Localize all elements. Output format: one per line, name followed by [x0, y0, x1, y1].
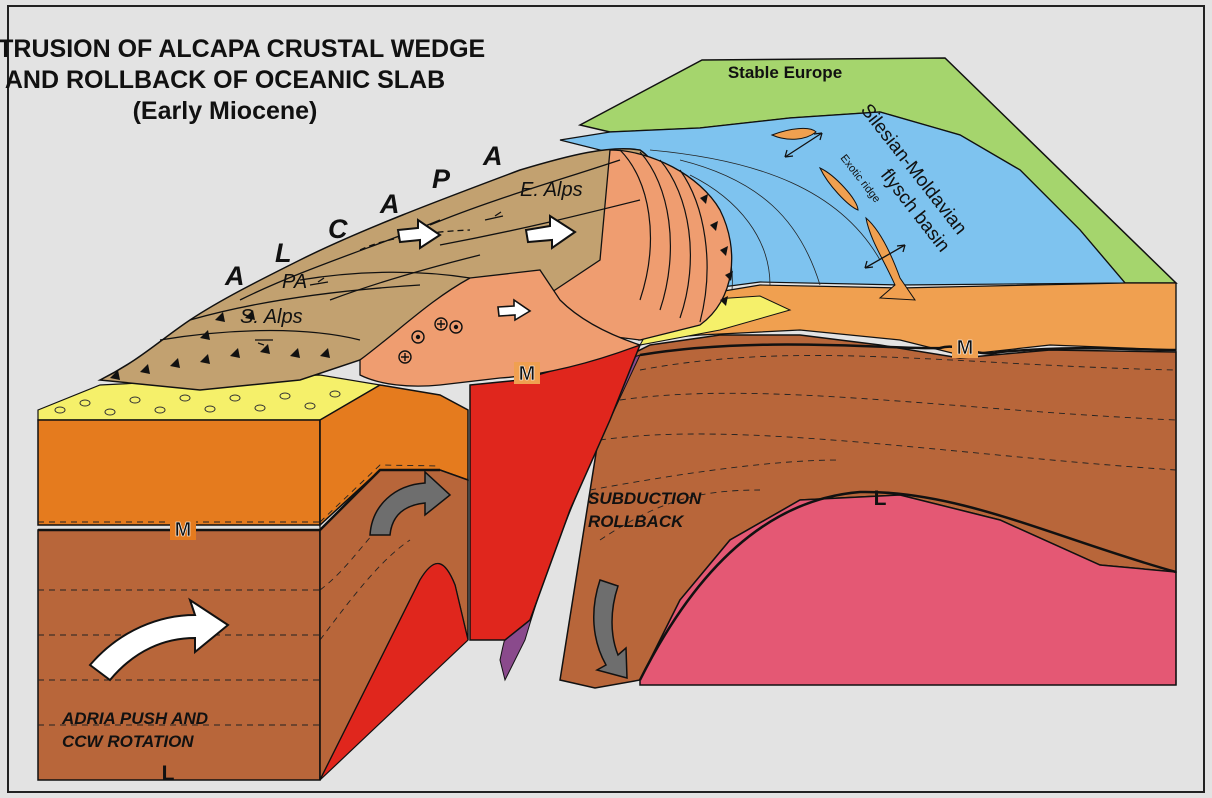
title-line-1: EXTRUSION OF ALCAPA CRUSTAL WEDGE [0, 35, 485, 63]
alcapa-letter: P [432, 164, 451, 194]
subduction-label-2: ROLLBACK [588, 512, 685, 531]
pa-label: PA [282, 271, 307, 293]
south-alps-label: S. Alps [240, 306, 303, 328]
alcapa-letter: A [379, 189, 400, 219]
title-line-3: (Early Miocene) [133, 97, 318, 125]
moho-label-left: M [175, 519, 192, 541]
alcapa-letter: A [482, 141, 503, 171]
adria-label-2: CCW ROTATION [62, 732, 194, 751]
alcapa-letter: C [328, 214, 348, 244]
east-alps-label: E. Alps [520, 179, 583, 201]
stable-europe-label: Stable Europe [728, 63, 842, 82]
alcapa-letter: A [224, 261, 245, 291]
lithosphere-label-right: L [874, 487, 887, 510]
moho-label-center: M [519, 363, 536, 385]
title-line-2: AND ROLLBACK OF OCEANIC SLAB [5, 66, 445, 94]
alcapa-letter: L [275, 238, 292, 268]
subduction-label-1: SUBDUCTION [588, 489, 702, 508]
moho-label-right: M [957, 337, 974, 359]
adria-crust [38, 420, 320, 525]
adria-label-1: ADRIA PUSH AND [61, 709, 208, 728]
lithosphere-label-left: L [162, 762, 175, 785]
